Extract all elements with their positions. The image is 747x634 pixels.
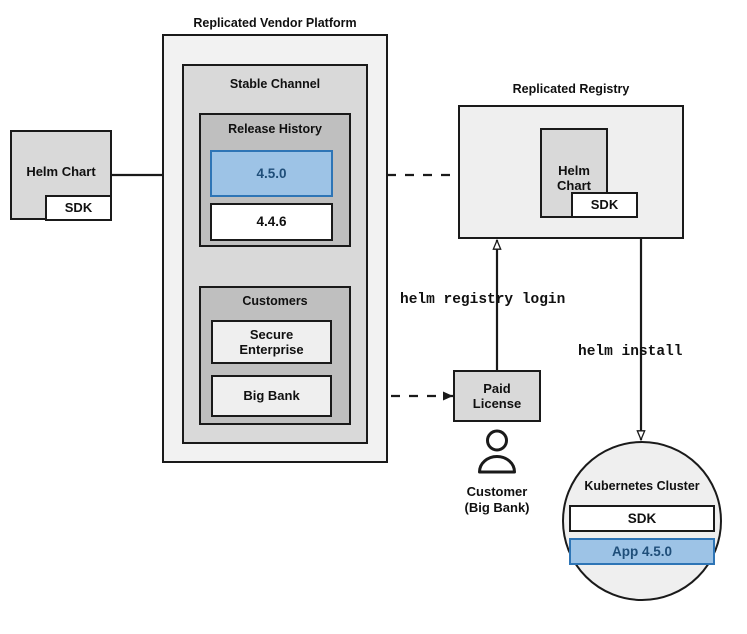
release-item-previous[interactable]: 4.4.6 (210, 203, 333, 241)
customer-item-secure-enterprise[interactable]: Secure Enterprise (211, 320, 332, 364)
paid-license-box: Paid License (453, 370, 541, 422)
registry-title: Replicated Registry (512, 82, 630, 96)
person-icon (478, 429, 516, 474)
release-version-label: 4.4.6 (256, 214, 287, 230)
cluster-component-label: App 4.5.0 (611, 543, 673, 559)
cluster-component-sdk: SDK (569, 505, 715, 532)
command-registry-login: helm registry login (400, 292, 566, 308)
release-version-label: 4.5.0 (256, 165, 287, 181)
cluster-component-label: SDK (627, 510, 657, 526)
source-sdk-label: SDK (64, 200, 93, 216)
cluster-component-app: App 4.5.0 (569, 538, 715, 565)
registry-sdk-label: SDK (590, 197, 619, 213)
stable-channel-label: Stable Channel (229, 77, 321, 91)
actor-caption: Customer (Big Bank) (425, 484, 569, 515)
customer-name-line2: Enterprise (239, 342, 304, 357)
kubernetes-cluster-label: Kubernetes Cluster (584, 479, 700, 493)
source-helm-chart-label: Helm Chart (26, 164, 96, 179)
customers-label: Customers (242, 294, 308, 308)
command-helm-install: helm install (578, 344, 683, 360)
actor-caption-line1: Customer (466, 484, 528, 499)
paid-license-line2: License (472, 396, 522, 411)
vendor-platform-title: Replicated Vendor Platform (193, 16, 357, 30)
customer-name-line1: Secure (249, 326, 294, 342)
actor-caption-line2: (Big Bank) (464, 499, 530, 515)
source-sdk-box: SDK (45, 195, 112, 221)
registry-sdk-box: SDK (571, 192, 638, 218)
customer-item-big-bank[interactable]: Big Bank (211, 375, 332, 417)
paid-license-line1: Paid (483, 380, 511, 396)
registry-helm-chart-label: Helm Chart (557, 163, 591, 194)
release-history-label: Release History (228, 122, 322, 136)
release-item-current[interactable]: 4.5.0 (210, 150, 333, 197)
customer-name-line1: Big Bank (243, 388, 300, 404)
